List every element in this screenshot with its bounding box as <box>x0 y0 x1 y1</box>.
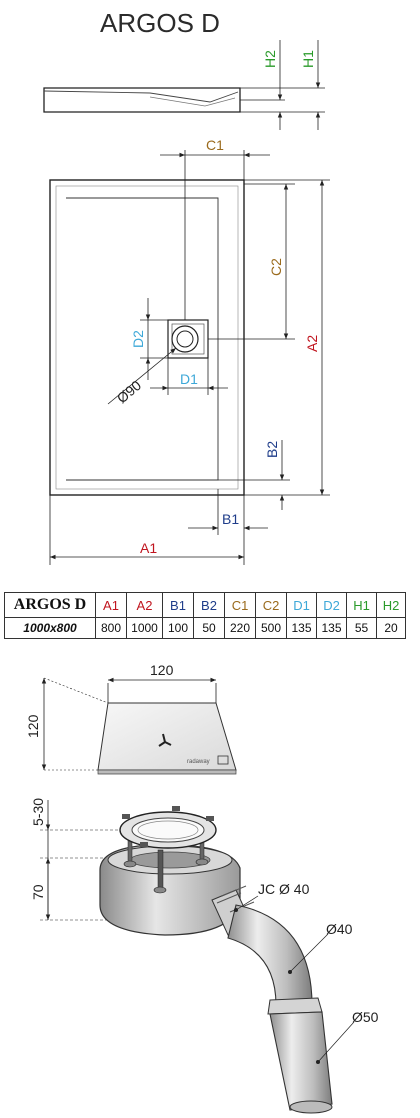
table-header-b1: B1 <box>162 592 194 618</box>
product-title: ARGOS D <box>100 8 220 38</box>
top-view: C1 C2 A2 B2 D2 D1 Ø90 <box>49 137 330 565</box>
label-c2: C2 <box>268 258 284 276</box>
table-value-b2: 50 <box>193 617 225 639</box>
table-header-b2: B2 <box>193 592 225 618</box>
side-profile: H2 H1 <box>43 40 325 130</box>
drain-grate-plate: radaway 120 120 <box>25 662 237 775</box>
label-side-depth: 120 <box>25 714 41 738</box>
table-value-d1: 135 <box>286 617 317 639</box>
label-h1: H1 <box>300 50 316 68</box>
table-value-a2: 1000 <box>126 617 163 639</box>
label-c1: C1 <box>206 137 224 153</box>
label-b2: B2 <box>264 441 280 458</box>
table-header-c1: C1 <box>224 592 256 618</box>
table-header-d1: D1 <box>286 592 317 618</box>
label-top-width: 120 <box>150 662 174 678</box>
table-model-cell: ARGOS D <box>4 592 96 618</box>
label-d2: D2 <box>130 330 146 348</box>
label-b1: B1 <box>222 511 239 527</box>
brand-mark: radaway <box>187 759 210 765</box>
table-value-h2: 20 <box>376 617 406 639</box>
table-value-c1: 220 <box>224 617 256 639</box>
table-value-d2: 135 <box>316 617 347 639</box>
label-pipe-50: Ø50 <box>352 1009 379 1025</box>
table-size-cell: 1000x800 <box>4 617 96 639</box>
label-d1: D1 <box>180 371 198 387</box>
label-a1: A1 <box>140 540 157 556</box>
label-adjust-range: 5-30 <box>30 798 46 826</box>
label-h2: H2 <box>262 50 278 68</box>
table-header-d2: D2 <box>316 592 347 618</box>
table-value-h1: 55 <box>346 617 377 639</box>
table-header-a1: A1 <box>95 592 127 618</box>
drain-trap: 5-30 70 JC Ø 40 <box>30 798 379 1114</box>
table-value-a1: 800 <box>95 617 127 639</box>
label-phi90: Ø90 <box>114 377 145 406</box>
table-header-h1: H1 <box>346 592 377 618</box>
brand-logo-icon <box>217 755 229 765</box>
grate-center-icon <box>158 733 172 747</box>
table-value-b1: 100 <box>162 617 194 639</box>
table-header-h2: H2 <box>376 592 406 618</box>
table-header-a2: A2 <box>126 592 163 618</box>
label-pipe-40: Ø40 <box>326 921 353 937</box>
label-jc-40: JC Ø 40 <box>258 881 310 897</box>
label-a2: A2 <box>304 335 320 352</box>
table-value-c2: 500 <box>255 617 287 639</box>
table-header-c2: C2 <box>255 592 287 618</box>
label-trap-height: 70 <box>30 884 46 900</box>
